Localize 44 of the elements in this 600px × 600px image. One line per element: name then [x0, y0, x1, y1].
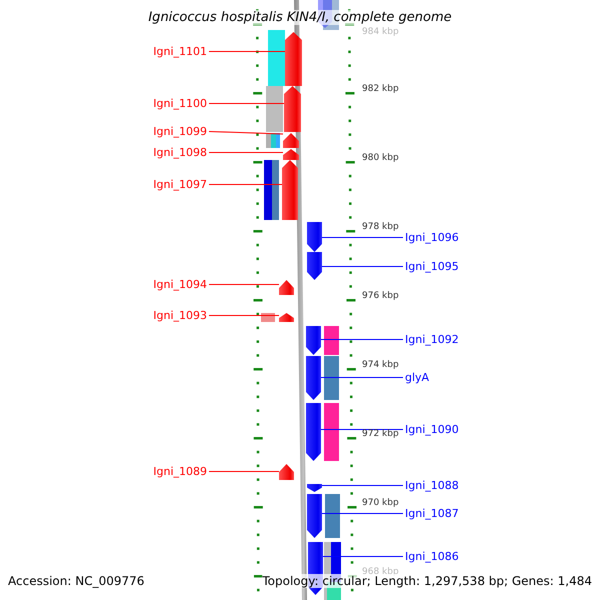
leader-line	[208, 152, 284, 153]
leader-line	[208, 284, 280, 285]
leader-line	[320, 377, 404, 378]
leader-line	[322, 237, 404, 238]
leader-line	[208, 471, 280, 472]
scale-label: 974 kbp	[362, 360, 399, 371]
gene-label: glyA	[405, 371, 430, 384]
gene-label: Igni_1101	[153, 45, 207, 58]
gene-label: Igni_1093	[153, 309, 207, 322]
leader-line	[320, 429, 404, 430]
gene-label: Igni_1096	[405, 231, 459, 244]
scale-label: 982 kbp	[362, 84, 399, 95]
gene-label: Igni_1095	[405, 260, 459, 273]
leader-line	[208, 315, 280, 316]
scale-label: 980 kbp	[362, 153, 399, 164]
gene-label: Igni_1089	[153, 465, 207, 478]
leader-line	[322, 266, 404, 267]
scale-label: 984 kbp	[362, 27, 399, 38]
gene-label: Igni_1090	[405, 423, 459, 436]
scale-label: 968 kbp	[362, 567, 399, 577]
leader-line	[208, 103, 284, 104]
scale-label: 976 kbp	[362, 291, 399, 302]
gene-label: Igni_1088	[405, 479, 459, 492]
scale-label: 978 kbp	[362, 222, 399, 233]
leader-line	[320, 339, 404, 340]
leader-line	[208, 184, 282, 185]
gene-label: Igni_1087	[405, 507, 459, 520]
gene-label: Igni_1097	[153, 178, 207, 191]
gene-label: Igni_1094	[153, 278, 207, 291]
leader-line	[322, 556, 404, 557]
gene-label: Igni_1098	[153, 146, 207, 159]
title: Ignicoccus hospitalis KIN4/I, complete genome	[148, 10, 452, 25]
leader-line	[322, 485, 404, 486]
scale-label: 970 kbp	[362, 498, 399, 509]
gene-label: Igni_1099	[153, 125, 207, 138]
gene-label: Igni_1086	[405, 550, 459, 563]
leader-line	[322, 513, 404, 514]
leader-line	[208, 51, 286, 52]
gene-label: Igni_1100	[153, 97, 207, 110]
scale-label: 972 kbp	[362, 429, 399, 440]
genome-info-text: Topology: circular; Length: 1,297,538 bp; Genes: 1,484	[262, 574, 592, 588]
accession-text: Accession: NC_009776	[8, 574, 144, 588]
gene-label: Igni_1092	[405, 333, 459, 346]
leader-line	[208, 131, 284, 134]
